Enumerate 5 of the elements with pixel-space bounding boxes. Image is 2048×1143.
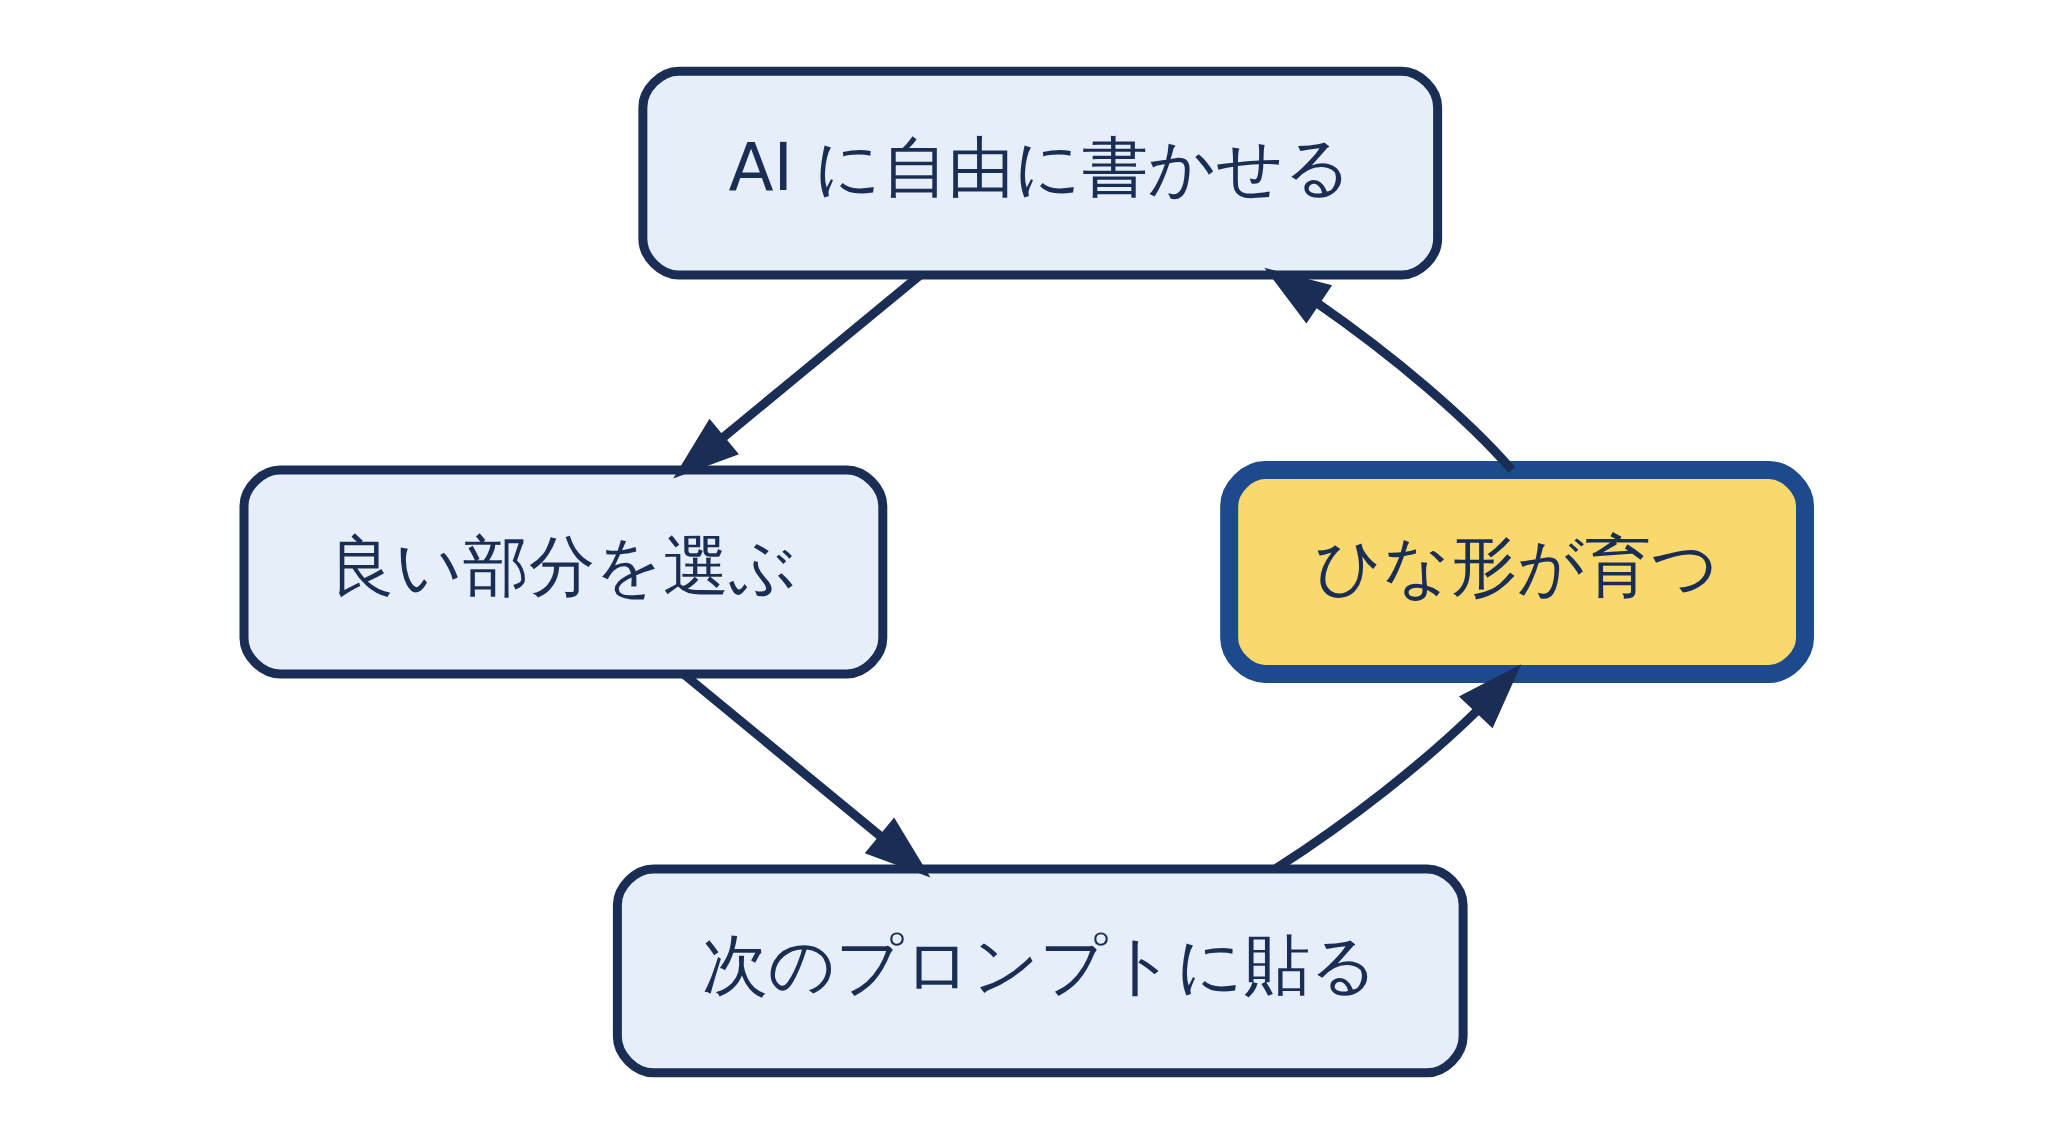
arrow	[1263, 267, 1515, 473]
node-box: AI に自由に書かせる	[637, 66, 1442, 280]
node-box: ひな形が育つ	[1219, 460, 1814, 683]
node-box: 良い部分を選ぶ	[239, 465, 887, 678]
node-box: 次のプロンプトに貼る	[612, 863, 1468, 1077]
